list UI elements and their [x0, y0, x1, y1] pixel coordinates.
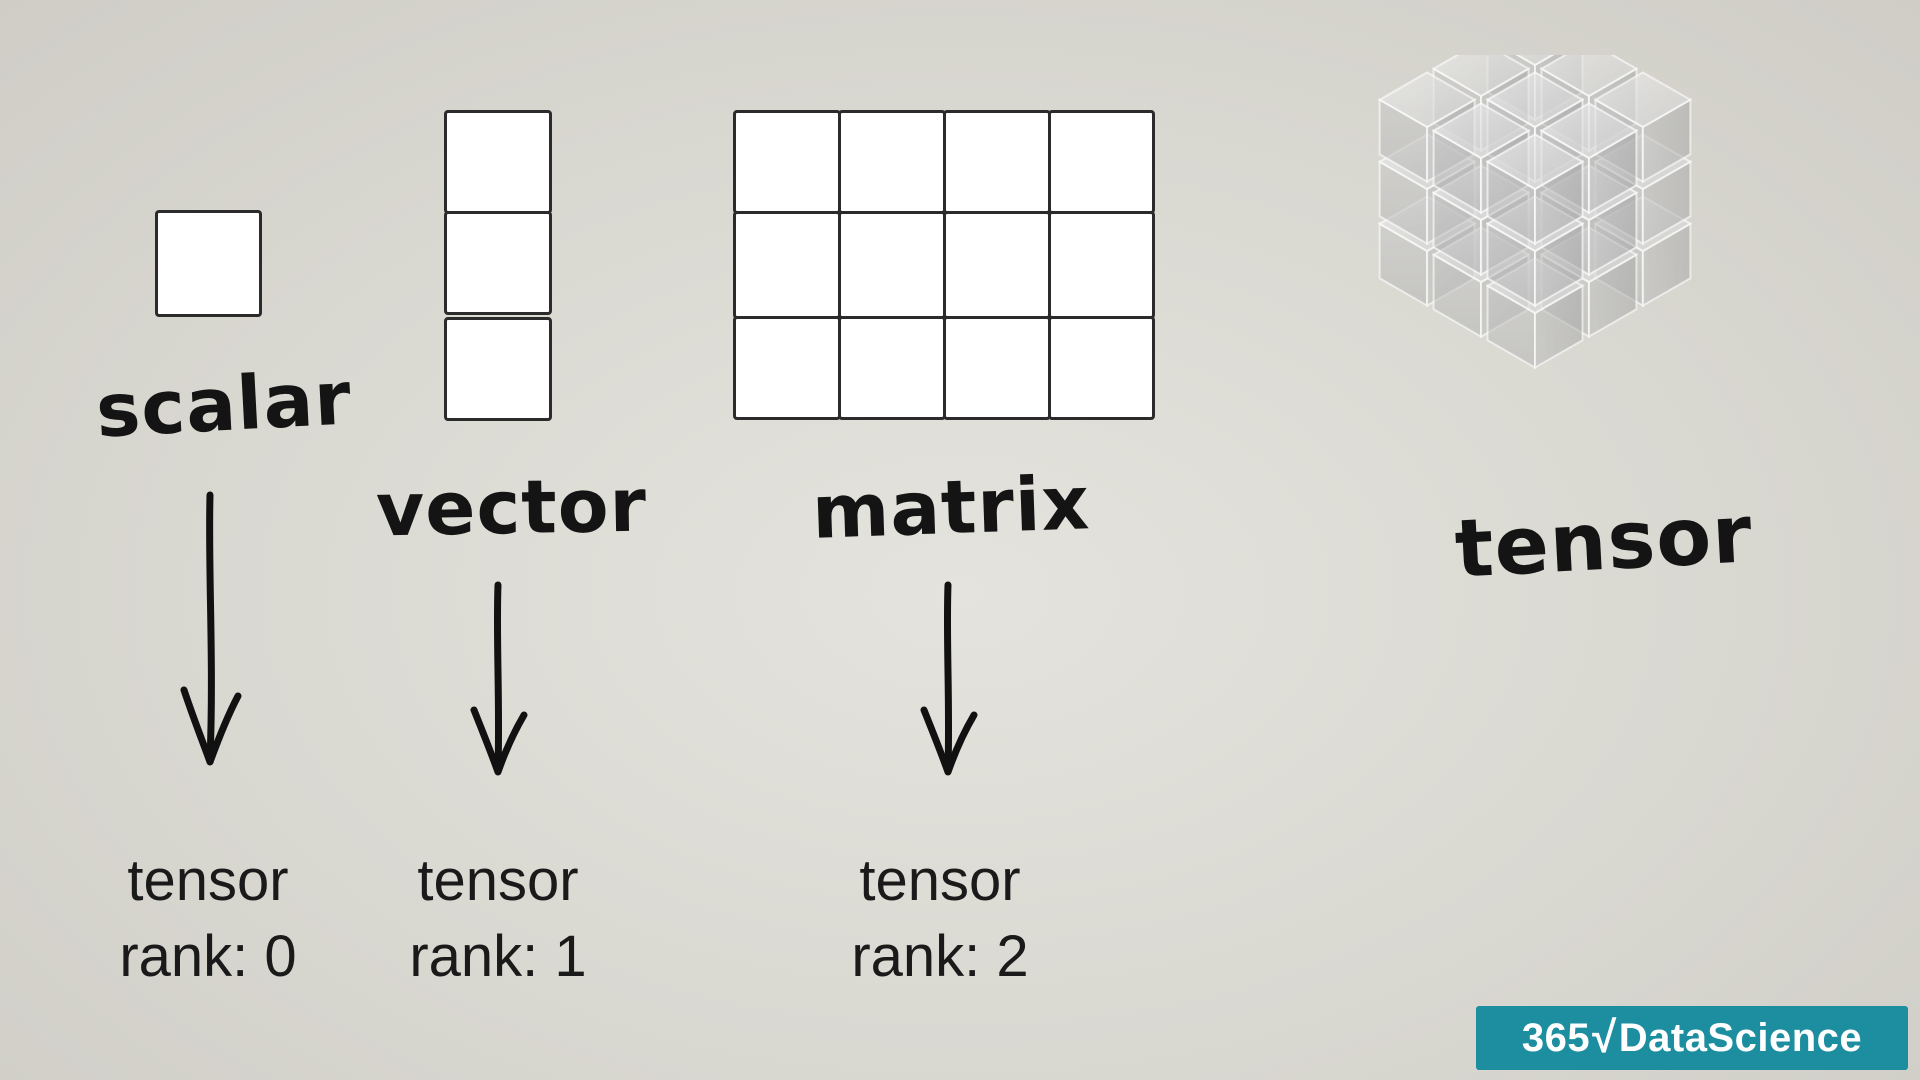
brand-logo: 365 √ DataScience [1476, 1006, 1908, 1070]
vector-cell [444, 211, 552, 315]
matrix-cell [733, 211, 841, 319]
arrow-down-icon [470, 581, 528, 776]
vector-rank-text: tensor rank: 1 [338, 843, 658, 995]
matrix-cell [733, 316, 841, 420]
scalar-rank-line2: rank: 0 [119, 924, 297, 989]
cube-icon [1377, 55, 1693, 370]
scalar-cell [155, 210, 262, 317]
logo-name: DataScience [1618, 1015, 1863, 1060]
matrix-cell [838, 316, 946, 420]
arrow-down-icon [180, 491, 242, 766]
scalar-rank-line1: tensor [127, 848, 289, 913]
matrix-rank-line2: rank: 2 [851, 924, 1029, 989]
matrix-grid [733, 110, 1155, 420]
matrix-cell [1048, 316, 1155, 420]
matrix-cell [733, 110, 841, 214]
scalar-rank-text: tensor rank: 0 [48, 843, 368, 995]
tensor-label: tensor [1452, 487, 1755, 596]
matrix-label: matrix [810, 460, 1092, 556]
logo-number: 365 [1521, 1015, 1591, 1060]
matrix-cell [838, 211, 946, 319]
arrow-down-icon [920, 581, 978, 776]
vector-cell [444, 317, 552, 421]
logo-check-icon: √ [1592, 1013, 1617, 1062]
matrix-cell [1048, 110, 1155, 214]
scalar-label: scalar [93, 355, 354, 455]
matrix-cell [943, 211, 1051, 319]
vector-rank-line2: rank: 1 [409, 924, 587, 989]
matrix-rank-line1: tensor [859, 848, 1021, 913]
vector-cell [444, 110, 552, 214]
vector-rank-line1: tensor [417, 848, 579, 913]
vector-label: vector [375, 462, 648, 554]
matrix-rank-text: tensor rank: 2 [780, 843, 1100, 995]
matrix-cell [943, 316, 1051, 420]
matrix-cell [943, 110, 1051, 214]
matrix-cell [838, 110, 946, 214]
matrix-cell [1048, 211, 1155, 319]
